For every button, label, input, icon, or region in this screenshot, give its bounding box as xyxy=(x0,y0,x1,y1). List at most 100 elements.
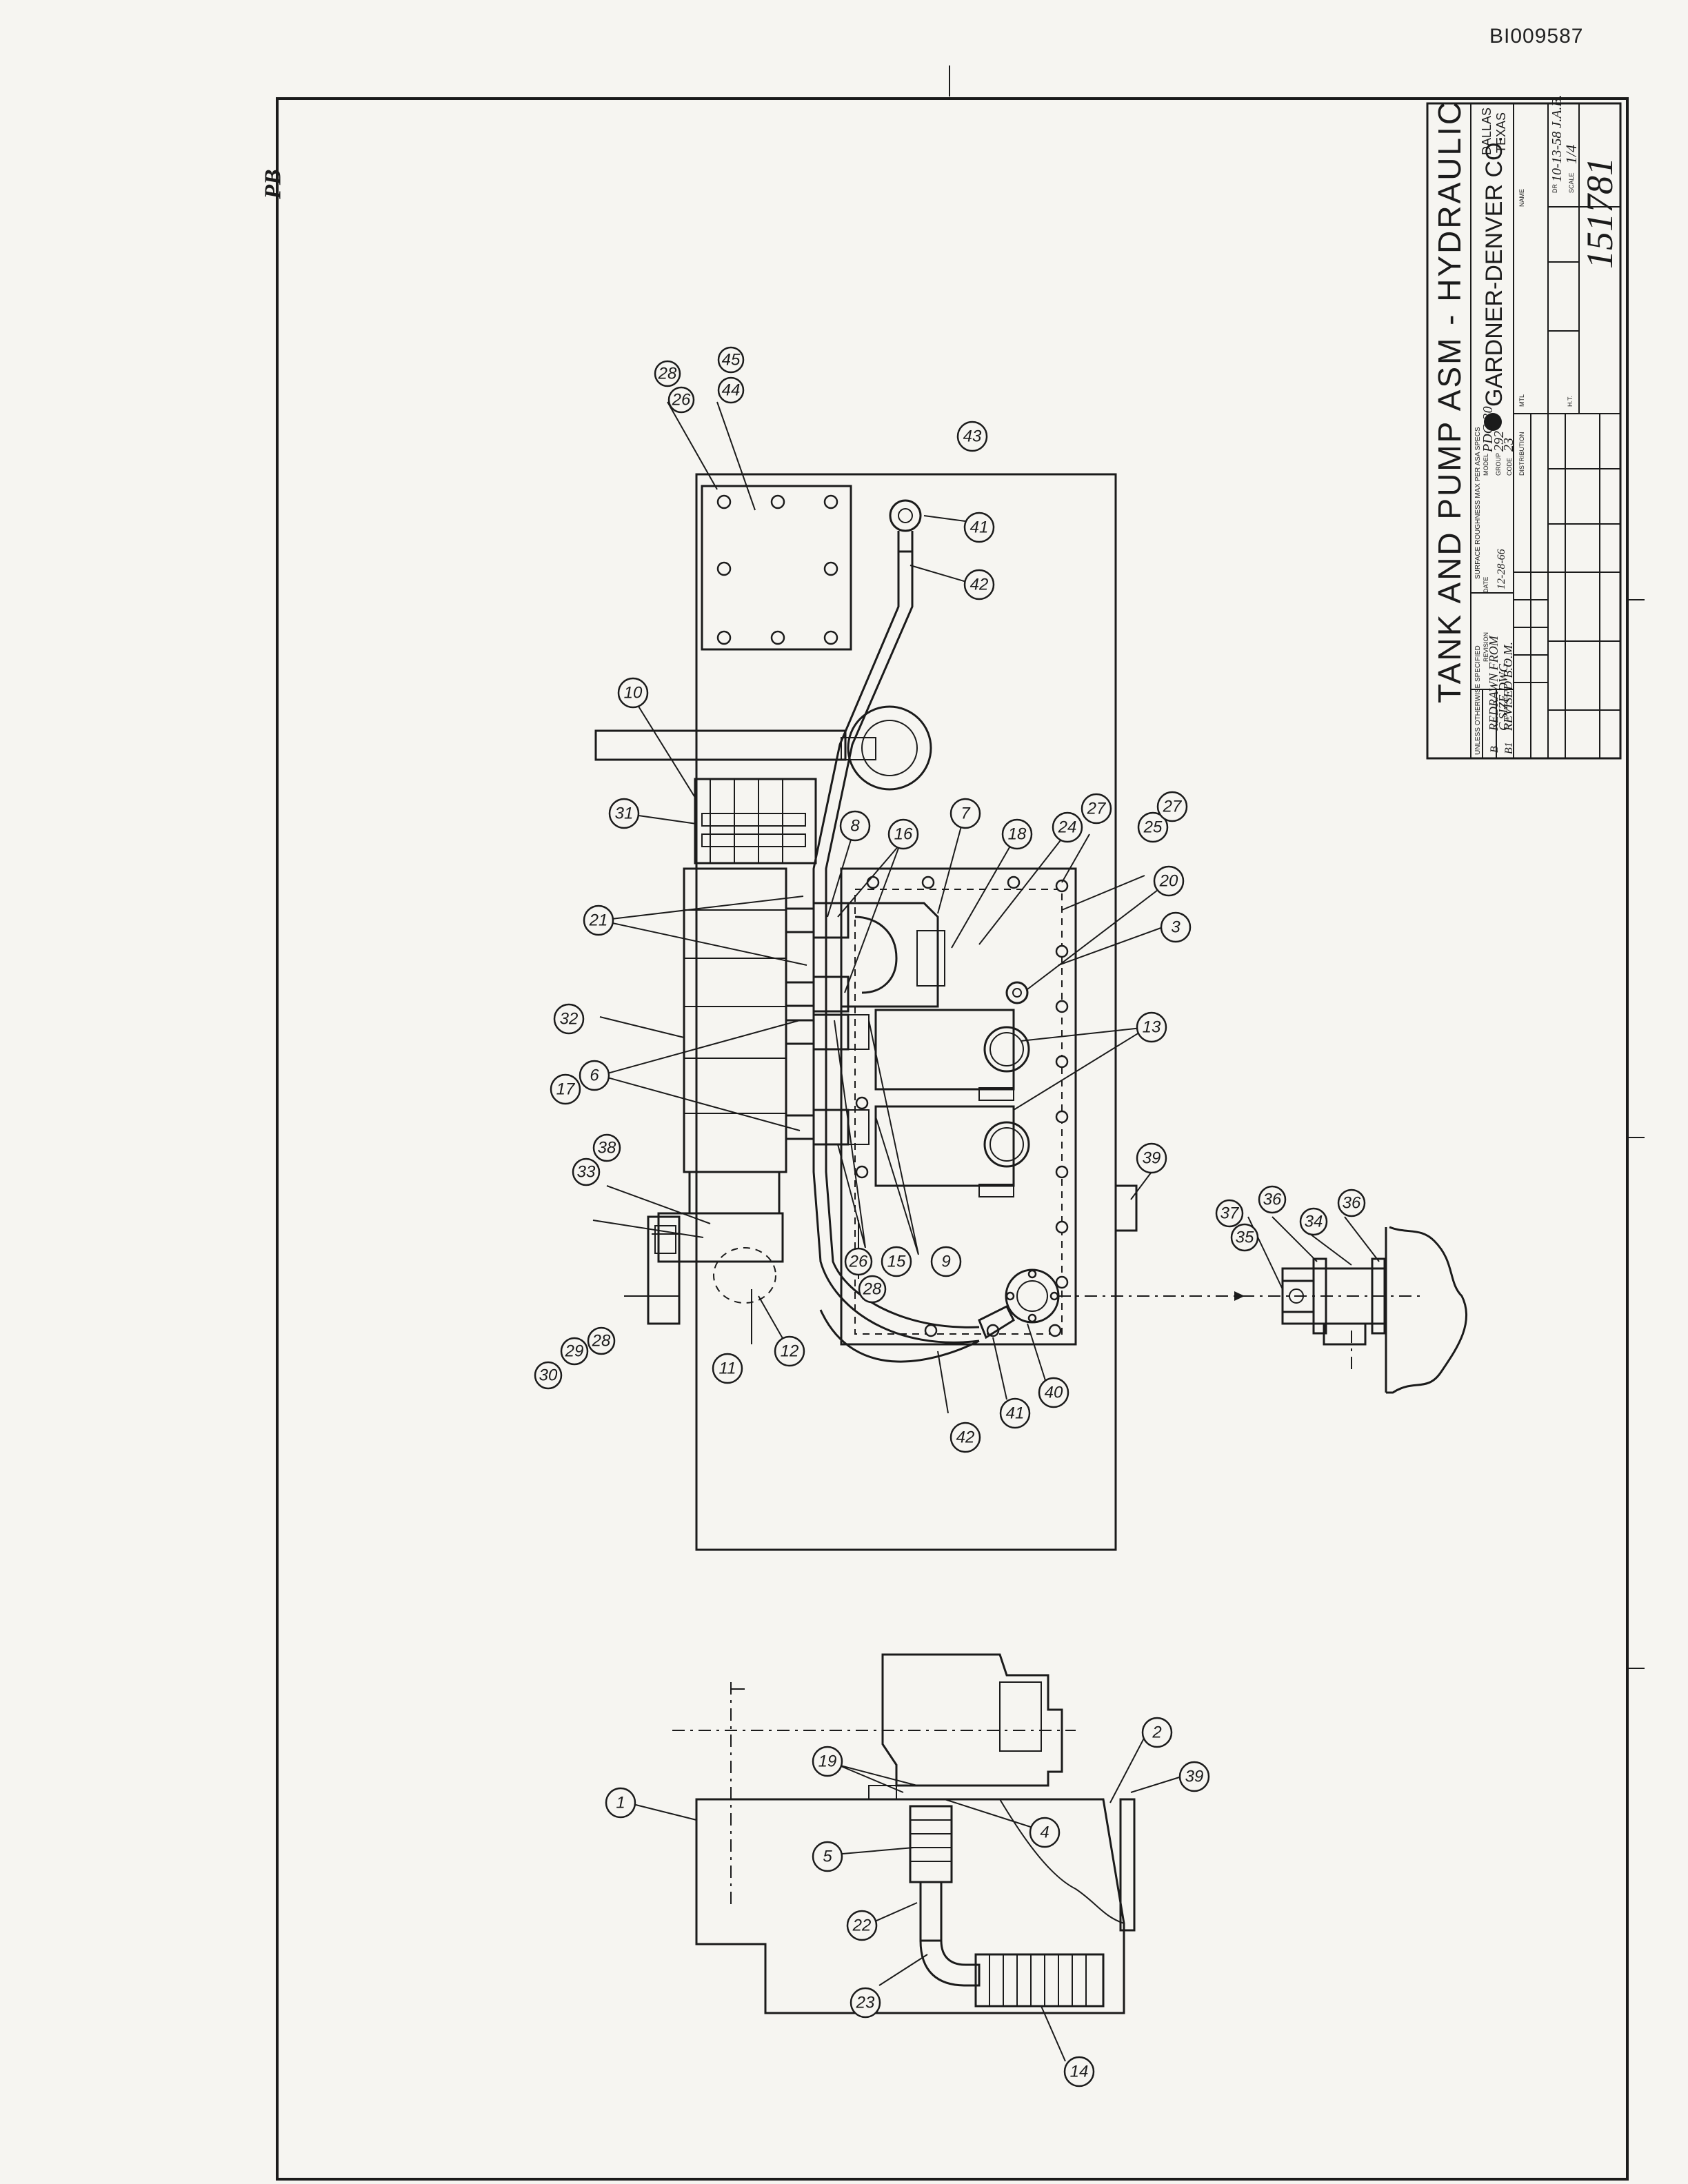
solenoid-valve-1 xyxy=(874,1009,1015,1091)
sheet-border xyxy=(276,97,1629,2181)
svg-text:24: 24 xyxy=(1058,818,1077,837)
svg-text:36: 36 xyxy=(1343,1194,1361,1213)
svg-text:11: 11 xyxy=(719,1359,736,1378)
svg-text:28: 28 xyxy=(592,1332,611,1351)
callout-17: 17 xyxy=(550,1073,581,1105)
return-fitting xyxy=(889,499,922,532)
company-logo xyxy=(1484,413,1502,431)
date-header: DATE xyxy=(1483,577,1489,593)
svg-text:2: 2 xyxy=(1152,1723,1161,1742)
callout-11: 11 xyxy=(712,1353,743,1384)
callout-10: 10 xyxy=(617,677,649,709)
mount-bracket xyxy=(647,1215,681,1325)
motor-rear xyxy=(847,705,932,791)
tank-wall-break xyxy=(1386,1226,1468,1394)
revision-1-let: B xyxy=(1489,746,1500,753)
mtl-label: MTL xyxy=(1518,394,1525,407)
svg-text:5: 5 xyxy=(823,1848,832,1866)
svg-text:42: 42 xyxy=(956,1428,975,1447)
callout-44: 44 xyxy=(717,376,745,404)
svg-text:8: 8 xyxy=(850,817,860,836)
motor-shaft xyxy=(594,729,847,761)
svg-text:27: 27 xyxy=(1087,800,1107,818)
document-id: BI009587 xyxy=(1489,25,1584,48)
scale-value: 1/4 xyxy=(1563,145,1580,164)
model-label: MODEL xyxy=(1483,454,1489,476)
svg-text:38: 38 xyxy=(598,1139,616,1157)
svg-text:18: 18 xyxy=(1008,825,1027,844)
callout-38: 38 xyxy=(592,1133,621,1162)
callout-19: 19 xyxy=(812,1746,843,1777)
callout-15: 15 xyxy=(881,1246,912,1277)
svg-text:32: 32 xyxy=(560,1010,579,1029)
revision-header: REVISION xyxy=(1483,632,1489,662)
callout-27a: 27 xyxy=(1081,793,1112,825)
tank-side-outline xyxy=(695,1798,1125,2014)
svg-text:45: 45 xyxy=(722,351,741,370)
revision-1-text: REDRAWN FROM xyxy=(1487,635,1500,731)
svg-text:9: 9 xyxy=(941,1253,950,1271)
callout-18: 18 xyxy=(1001,818,1033,850)
callout-4: 4 xyxy=(1029,1817,1061,1848)
revision-3-let: B1 xyxy=(1503,742,1515,754)
svg-text:40: 40 xyxy=(1045,1384,1063,1402)
svg-text:34: 34 xyxy=(1305,1213,1323,1231)
breather-cap xyxy=(1005,981,1029,1004)
svg-text:6: 6 xyxy=(590,1066,599,1085)
svg-text:12: 12 xyxy=(781,1342,799,1361)
svg-text:29: 29 xyxy=(565,1342,584,1361)
callout-34: 34 xyxy=(1299,1207,1328,1236)
group-value: 292 xyxy=(1491,431,1507,452)
svg-text:35: 35 xyxy=(1236,1228,1254,1247)
revision-3-text: REVISED B.O.M. xyxy=(1501,642,1515,731)
sight-gauge xyxy=(1114,1184,1138,1232)
callout-39a: 39 xyxy=(1136,1142,1167,1174)
callout-40: 40 xyxy=(1038,1377,1069,1408)
callout-41a: 41 xyxy=(963,512,995,543)
svg-text:7: 7 xyxy=(961,805,971,823)
ht-label: H.T. xyxy=(1567,396,1574,407)
callout-23: 23 xyxy=(850,1987,881,2019)
drawing-title: TANK AND PUMP ASM - HYDRAULIC xyxy=(1431,100,1467,703)
callout-26a: 26 xyxy=(667,386,695,414)
svg-text:26: 26 xyxy=(849,1253,868,1271)
svg-text:30: 30 xyxy=(539,1366,558,1385)
dr-label: DR xyxy=(1551,184,1558,193)
pump-body xyxy=(683,867,787,1173)
svg-text:41: 41 xyxy=(1006,1404,1025,1423)
revision-2-text: C SIZE DWG. xyxy=(1496,660,1510,731)
svg-text:31: 31 xyxy=(615,805,634,823)
access-cover xyxy=(701,485,852,651)
access-cover-bolts xyxy=(716,494,838,645)
callout-42b: 42 xyxy=(950,1422,981,1453)
svg-text:39: 39 xyxy=(1185,1768,1204,1786)
surface-line: SURFACE ROUGHNESS MAX PER ASA SPECS xyxy=(1474,427,1482,579)
title-block: TANK AND PUMP ASM - HYDRAULIC GARDNER-DE… xyxy=(1426,94,1622,760)
return-hose-upper xyxy=(812,552,980,1344)
callout-33: 33 xyxy=(572,1157,601,1186)
callout-45: 45 xyxy=(717,346,745,374)
svg-text:27: 27 xyxy=(1163,798,1183,816)
company-name: GARDNER-DENVER CO. xyxy=(1481,136,1507,407)
valve-mounting-plate xyxy=(840,867,1077,1346)
pressure-fittings xyxy=(785,902,870,1146)
svg-text:28: 28 xyxy=(658,365,677,383)
suction-strainer xyxy=(974,1953,1105,2008)
callout-32: 32 xyxy=(553,1003,585,1035)
tank-outline xyxy=(695,473,1117,1551)
svg-text:21: 21 xyxy=(589,911,608,930)
callout-41b: 41 xyxy=(999,1397,1031,1429)
svg-text:42: 42 xyxy=(970,576,989,594)
callout-3: 3 xyxy=(1160,911,1192,943)
svg-text:22: 22 xyxy=(852,1917,872,1935)
callout-2: 2 xyxy=(1141,1717,1173,1748)
callout-27b: 27 xyxy=(1156,791,1188,822)
callout-35: 35 xyxy=(1230,1223,1259,1252)
svg-text:19: 19 xyxy=(818,1752,837,1771)
side-view xyxy=(672,1653,1136,2014)
svg-text:37: 37 xyxy=(1220,1204,1240,1223)
svg-text:13: 13 xyxy=(1143,1018,1161,1037)
notes-line: UNLESS OTHERWISE SPECIFIED xyxy=(1474,645,1482,755)
svg-text:14: 14 xyxy=(1070,2063,1089,2081)
